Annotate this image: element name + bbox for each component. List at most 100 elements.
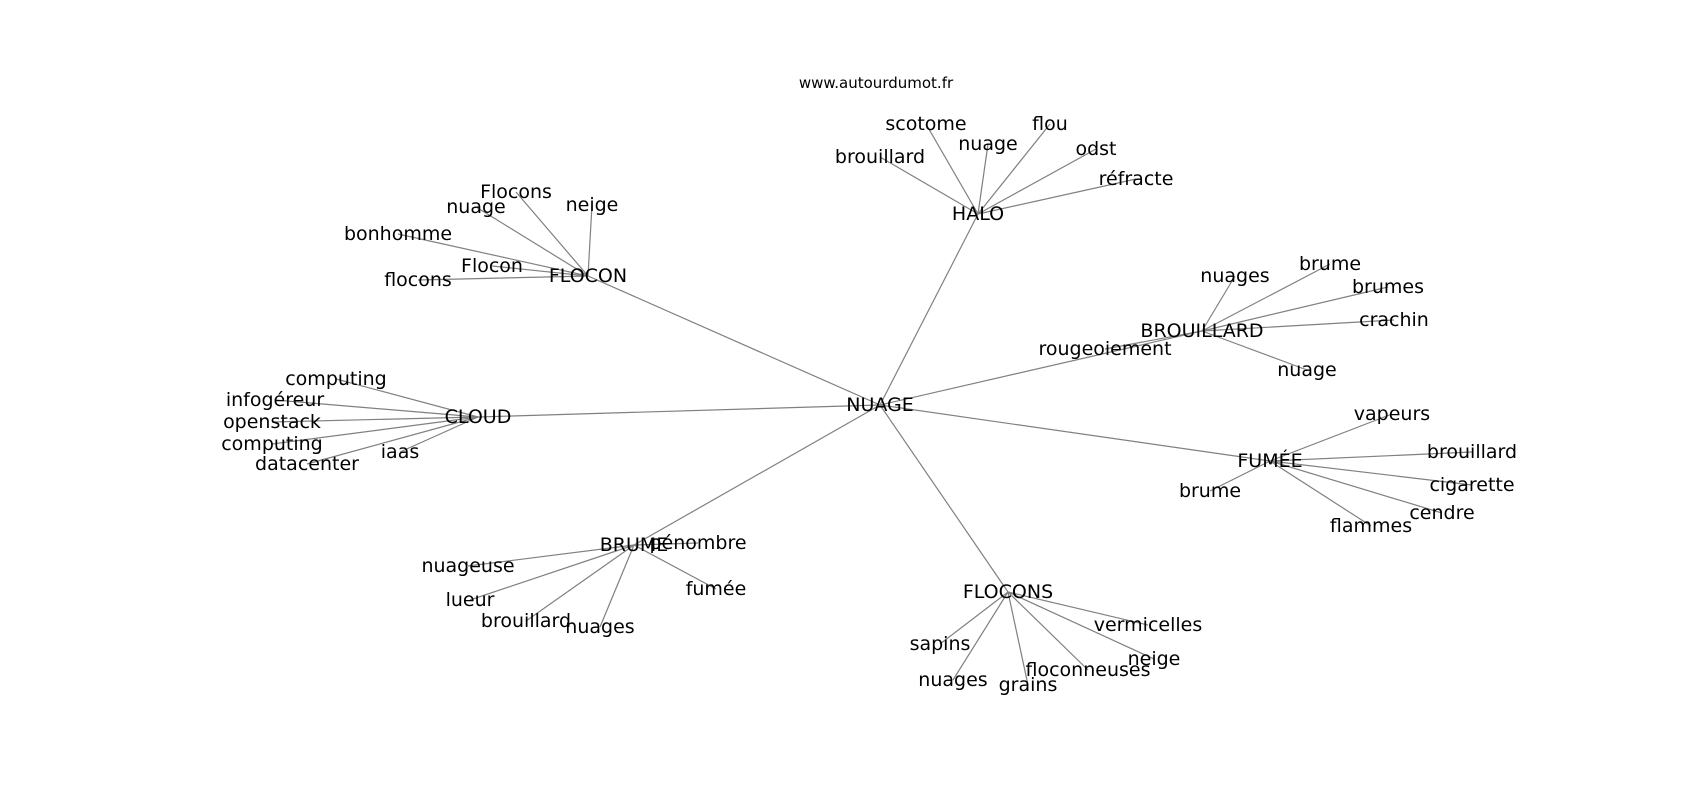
edge-leaf [1269, 451, 1473, 462]
graph-nodes: NUAGEHALOscotomenuageflouodstréfractebro… [221, 113, 1517, 696]
edge-leaf [417, 275, 589, 281]
leaf-node: fumée [686, 578, 747, 600]
edge-leaf [1201, 275, 1236, 332]
hub-node: BRUME [600, 534, 669, 556]
edge-root-brouillard [879, 330, 1203, 406]
edge-leaf [1269, 460, 1372, 527]
leaf-node: cigarette [1429, 474, 1514, 496]
edge-leaf [1201, 286, 1389, 332]
edge-leaf [633, 544, 717, 590]
hub-node: HALO [952, 203, 1004, 225]
edge-leaf [469, 544, 635, 601]
edge-leaf [977, 123, 1051, 215]
edge-leaf [633, 542, 699, 546]
edge-root-flocon [587, 275, 881, 406]
edge-leaf [525, 544, 635, 622]
leaf-node: datacenter [255, 453, 359, 475]
edge-leaf [475, 206, 589, 277]
leaf-node: cendre [1409, 502, 1474, 524]
leaf-node: grains [999, 674, 1058, 696]
leaf-node: Flocons [480, 181, 552, 203]
edge-leaf [925, 123, 979, 215]
leaf-node: nuages [565, 616, 634, 638]
edge-leaf [1201, 263, 1331, 332]
edge-leaf [1007, 591, 1155, 660]
edge-leaf [977, 143, 989, 215]
edge-root-brume [633, 404, 881, 546]
leaf-node: computing [285, 368, 387, 390]
leaf-node: bonhomme [344, 223, 452, 245]
edge-leaf [879, 156, 979, 215]
leaf-node: crachin [1359, 309, 1429, 331]
leaf-node: computing [221, 433, 323, 455]
leaf-node: vapeurs [1354, 403, 1430, 425]
leaf-node: flocons [384, 269, 452, 291]
edge-leaf [1269, 413, 1393, 462]
leaf-node: brouillard [1427, 441, 1517, 463]
leaf-node: brouillard [481, 610, 571, 632]
leaf-node: rougeoiement [1038, 338, 1171, 360]
edge-leaf [1269, 460, 1443, 514]
edge-leaf [1007, 591, 1149, 626]
edge-leaf [306, 416, 479, 465]
edge-leaf [271, 416, 479, 423]
edge-leaf [335, 378, 479, 418]
leaf-node: openstack [223, 411, 321, 433]
source-label: www.autourdumot.fr [799, 74, 954, 92]
edge-leaf [1007, 591, 1029, 686]
leaf-node: nuageuse [421, 555, 514, 577]
leaf-node: nuage [958, 133, 1017, 155]
edge-leaf [1201, 330, 1308, 371]
leaf-node: scotome [885, 113, 966, 135]
edge-root-cloud [477, 404, 881, 418]
edge-leaf [274, 399, 479, 418]
edge-leaf [491, 265, 589, 277]
leaf-node: brume [1299, 253, 1361, 275]
leaf-node: flou [1032, 113, 1068, 135]
edge-leaf [399, 416, 479, 453]
edge-root-flocons [879, 404, 1009, 593]
root-node: NUAGE [846, 394, 914, 416]
edge-leaf [1007, 591, 1089, 671]
edge-leaf [952, 591, 1009, 681]
leaf-node: vermicelles [1094, 614, 1202, 636]
edge-leaf [467, 544, 635, 567]
leaf-node: brouillard [835, 146, 925, 168]
hub-node: FLOCONS [963, 581, 1053, 603]
hub-node: FLOCON [549, 265, 627, 287]
edge-leaf [1104, 330, 1203, 350]
hub-node: FUMÉE [1237, 449, 1302, 472]
edge-leaf [977, 148, 1097, 215]
leaf-node: floconneuses [1026, 659, 1151, 681]
leaf-node: sapins [910, 633, 971, 655]
edge-leaf [271, 416, 479, 445]
leaf-node: flammes [1330, 515, 1412, 537]
edge-leaf [1209, 460, 1271, 492]
hub-node: BROUILLARD [1140, 320, 1263, 342]
edge-root-fumée [879, 404, 1271, 462]
leaf-node: odst [1075, 138, 1116, 160]
edge-leaf [977, 178, 1137, 215]
leaf-node: neige [1128, 648, 1181, 670]
leaf-node: infogéreur [226, 389, 325, 411]
edge-leaf [397, 233, 589, 277]
leaf-node: brume [1179, 480, 1241, 502]
edge-leaf [515, 191, 589, 277]
edge-root-halo [879, 213, 979, 406]
edge-leaf [1201, 319, 1395, 332]
leaf-node: pénombre [649, 532, 746, 554]
leaf-node: nuage [446, 196, 505, 218]
leaf-node: réfracte [1099, 168, 1174, 190]
leaf-node: iaas [381, 441, 419, 463]
edge-leaf [939, 591, 1009, 645]
edge-leaf [587, 204, 593, 277]
leaf-node: nuage [1277, 359, 1336, 381]
leaf-node: lueur [446, 589, 495, 611]
leaf-node: nuages [918, 669, 987, 691]
hub-node: CLOUD [445, 406, 512, 428]
edge-leaf [599, 544, 635, 628]
edge-leaf [1269, 460, 1473, 486]
leaf-node: nuages [1200, 265, 1269, 287]
leaf-node: neige [566, 194, 619, 216]
